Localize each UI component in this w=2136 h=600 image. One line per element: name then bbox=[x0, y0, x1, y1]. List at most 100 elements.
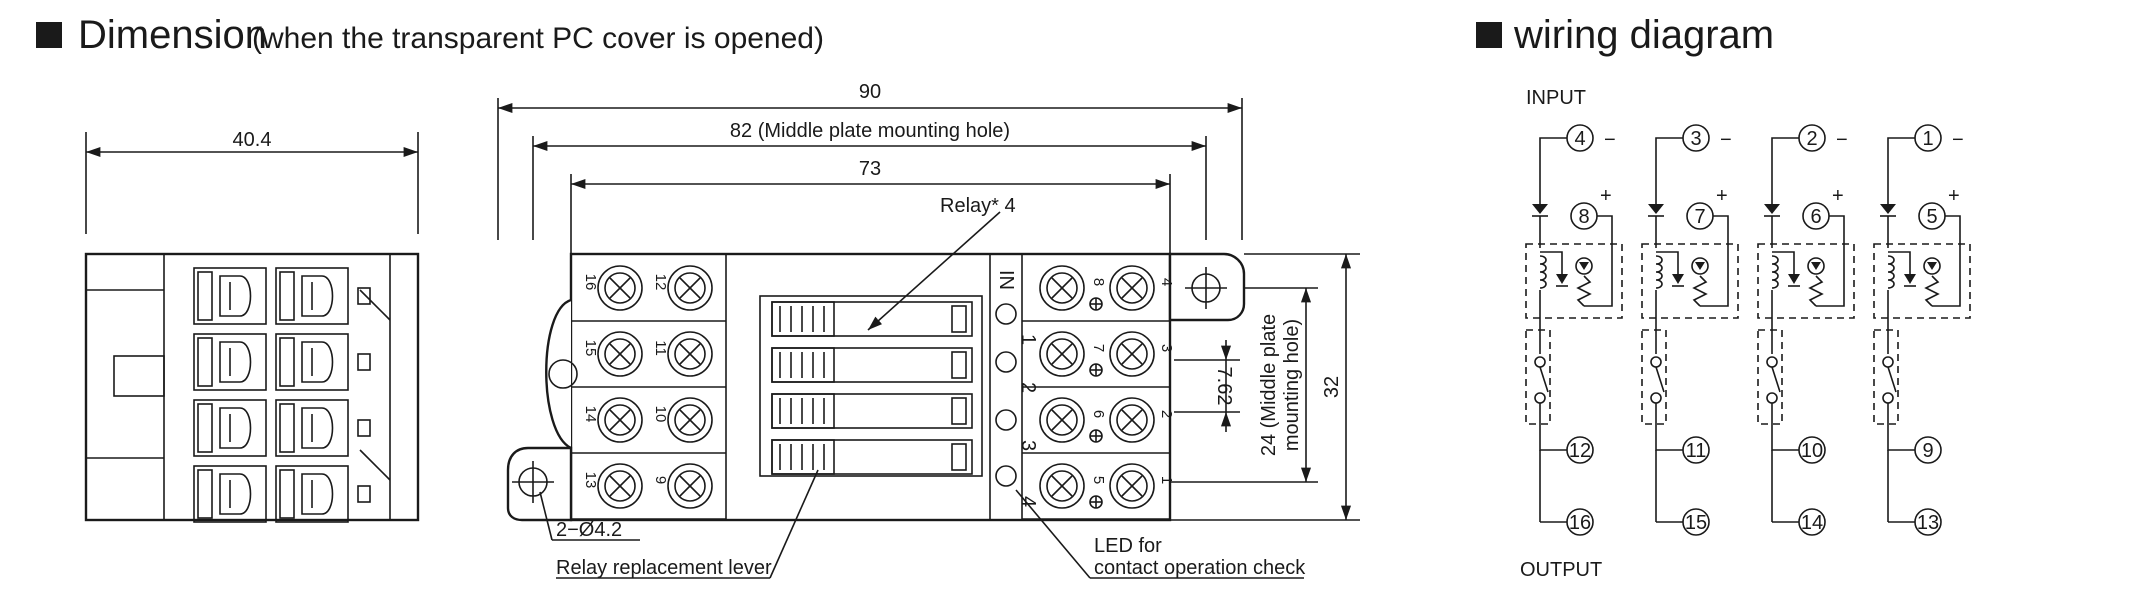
header-square-icon bbox=[36, 22, 62, 48]
com-terminal: 12 bbox=[1566, 436, 1594, 464]
led-indicator: 4 bbox=[995, 465, 1039, 507]
side-tab bbox=[357, 485, 371, 503]
terminal-screw: 11 bbox=[652, 331, 713, 377]
relay-module bbox=[771, 347, 973, 383]
side-tab bbox=[357, 419, 371, 437]
supply-terminal: 7 bbox=[1686, 202, 1714, 230]
terminal-screw: 8 bbox=[1039, 265, 1107, 311]
terminal-screw: 6 bbox=[1039, 397, 1107, 443]
in-label: IN bbox=[995, 270, 1017, 290]
com-terminal: 11 bbox=[1682, 436, 1710, 464]
side-view: 40.4 bbox=[84, 129, 420, 523]
plus-mark-icon bbox=[1089, 363, 1103, 377]
com-terminal: 9 bbox=[1914, 436, 1942, 464]
terminal-screw: 16 bbox=[582, 265, 643, 311]
socket-latch bbox=[275, 465, 349, 523]
output-terminal: 16 bbox=[1566, 508, 1594, 536]
terminal-number: 13 bbox=[1917, 512, 1939, 534]
socket-latch bbox=[193, 399, 267, 457]
input-terminal: 1 bbox=[1914, 124, 1942, 152]
side-tab bbox=[357, 353, 371, 371]
led-number: 4 bbox=[1017, 496, 1039, 507]
wiring-header: wiring diagram bbox=[1476, 13, 1774, 57]
relay-module bbox=[771, 301, 973, 337]
output-terminal: 14 bbox=[1798, 508, 1826, 536]
terminal-screw: 4 bbox=[1109, 265, 1175, 311]
terminal-number: 16 bbox=[1569, 512, 1591, 534]
minus-sign: − bbox=[1604, 129, 1616, 151]
terminal-number: 14 bbox=[1801, 512, 1823, 534]
output-terminal: 15 bbox=[1682, 508, 1710, 536]
socket-latch bbox=[193, 333, 267, 391]
dim-82-label: 82 (Middle plate mounting hole) bbox=[730, 120, 1010, 142]
plus-mark-icon bbox=[1089, 297, 1103, 311]
wiring-channel: 1−5+913 bbox=[1873, 124, 1971, 536]
terminal-number: 7 bbox=[1090, 344, 1107, 352]
led-note-line2: contact operation check bbox=[1094, 557, 1306, 579]
plus-sign: + bbox=[1600, 185, 1612, 207]
terminal-number: 1 bbox=[1158, 476, 1175, 484]
plus-mark-icon bbox=[1089, 429, 1103, 443]
minus-sign: − bbox=[1720, 129, 1732, 151]
terminal-number: 13 bbox=[582, 472, 599, 489]
minus-sign: − bbox=[1952, 129, 1964, 151]
dimension-header: Dimension (when the transparent PC cover… bbox=[36, 13, 824, 57]
input-terminal: 3 bbox=[1682, 124, 1710, 152]
terminal-screw: 15 bbox=[582, 331, 643, 377]
hole-label: 2−Ø4.2 bbox=[556, 519, 622, 541]
terminal-number: 11 bbox=[1686, 440, 1707, 462]
socket-latch bbox=[193, 465, 267, 523]
terminal-screw: 1 bbox=[1109, 463, 1175, 509]
dim-24-label-line2: mounting hole) bbox=[1281, 319, 1303, 451]
terminal-number: 10 bbox=[1801, 440, 1823, 462]
terminal-screw: 10 bbox=[652, 397, 713, 443]
terminal-number: 8 bbox=[1090, 278, 1107, 286]
supply-terminal: 5 bbox=[1918, 202, 1946, 230]
socket-latch bbox=[275, 399, 349, 457]
input-terminal: 4 bbox=[1566, 124, 1594, 152]
terminal-number: 2 bbox=[1158, 410, 1175, 418]
supply-terminal: 8 bbox=[1570, 202, 1598, 230]
terminal-number: 1 bbox=[1922, 128, 1933, 150]
terminal-number: 11 bbox=[652, 340, 669, 356]
dim-32-label: 32 bbox=[1321, 376, 1343, 398]
wiring-channel: 3− 7+11 15 bbox=[1641, 124, 1739, 536]
lever-label: Relay replacement lever bbox=[556, 557, 772, 579]
dim-73-label: 73 bbox=[859, 158, 881, 180]
dim-24-label-line1: 24 (Middle plate bbox=[1258, 314, 1280, 456]
side-tab bbox=[357, 287, 371, 305]
supply-terminal: 6 bbox=[1802, 202, 1830, 230]
dim-90-label: 90 bbox=[859, 81, 881, 103]
led-indicator: 1 bbox=[995, 303, 1039, 345]
wiring-title: wiring diagram bbox=[1513, 13, 1774, 57]
input-terminal: 2 bbox=[1798, 124, 1826, 152]
terminal-number: 6 bbox=[1810, 206, 1821, 228]
terminal-screw: 13 bbox=[582, 463, 643, 509]
terminal-number: 10 bbox=[652, 406, 669, 423]
relay-module bbox=[771, 439, 973, 475]
dim-pitch-label: 7.62 bbox=[1213, 367, 1235, 406]
top-view: 90 82 (Middle plate mounting hole) 73 IN… bbox=[497, 81, 1360, 579]
terminal-screw: 2 bbox=[1109, 397, 1175, 443]
led-note-line1: LED for bbox=[1094, 535, 1162, 557]
dimension-title: Dimension bbox=[78, 13, 267, 57]
minus-sign: − bbox=[1836, 129, 1848, 151]
terminal-number: 3 bbox=[1690, 128, 1701, 150]
output-label: OUTPUT bbox=[1520, 559, 1602, 581]
relay-module bbox=[771, 393, 973, 429]
terminal-number: 12 bbox=[1569, 440, 1591, 462]
plus-sign: + bbox=[1716, 185, 1728, 207]
terminal-number: 9 bbox=[652, 476, 669, 484]
terminal-number: 2 bbox=[1806, 128, 1817, 150]
terminal-screw: 5 bbox=[1039, 463, 1107, 509]
led-number: 3 bbox=[1017, 440, 1039, 451]
terminal-screw: 9 bbox=[652, 463, 713, 509]
wiring-channel: 2− 6 +10 14 bbox=[1757, 124, 1855, 536]
input-label: INPUT bbox=[1526, 87, 1586, 109]
relay-label: Relay* 4 bbox=[940, 195, 1016, 217]
socket-latch bbox=[275, 333, 349, 391]
side-width-label: 40.4 bbox=[233, 129, 272, 151]
plus-sign: + bbox=[1832, 185, 1844, 207]
terminal-number: 5 bbox=[1090, 476, 1107, 484]
terminal-number: 3 bbox=[1158, 344, 1175, 352]
